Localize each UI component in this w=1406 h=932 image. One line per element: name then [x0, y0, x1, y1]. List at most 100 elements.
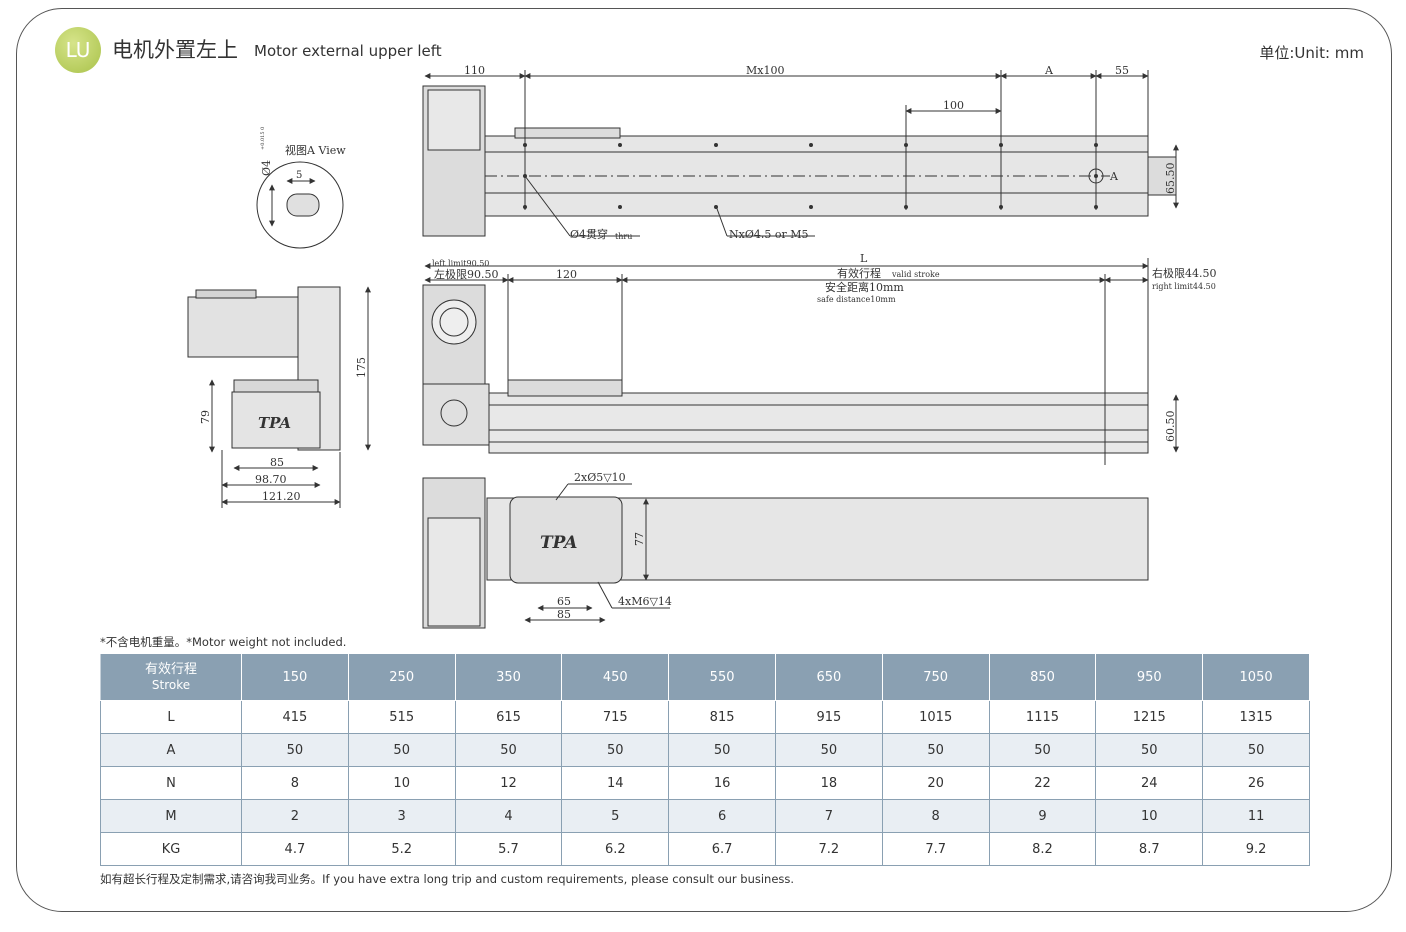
table-cell: 7.7	[881, 832, 990, 866]
dim-12120: 121.20	[262, 490, 301, 503]
table-cell: 50	[561, 733, 670, 767]
view-a-5: 5	[296, 170, 302, 181]
mounting-holes	[523, 143, 1098, 209]
footer-note: 如有超长行程及定制需求,请咨询我司业务。If you have extra lo…	[100, 872, 795, 886]
table-cell: 6.2	[561, 832, 670, 866]
stroke-col: 450	[561, 653, 670, 701]
row-label: A	[100, 733, 242, 767]
brand-logo-side: TPA	[258, 414, 291, 432]
view-a-tolerance: +0.015 0	[260, 127, 266, 150]
dim-6050: 60.50	[1164, 411, 1177, 443]
page-frame	[16, 8, 1392, 912]
stroke-col: 650	[774, 653, 883, 701]
stroke-col: 350	[454, 653, 563, 701]
row-label: L	[100, 700, 242, 734]
table-cell: 9	[988, 799, 1097, 833]
valid-stroke-cn: 有效行程	[837, 266, 881, 280]
front-view	[422, 258, 1179, 465]
dim-55: 55	[1115, 64, 1129, 77]
table-cell: 50	[988, 733, 1097, 767]
table-cell: 1115	[988, 700, 1097, 734]
dim-120: 120	[556, 268, 577, 281]
label-a: A	[1109, 170, 1119, 183]
valid-stroke-en: valid stroke	[891, 270, 940, 279]
hole-thru-label: Ø4贯穿	[570, 227, 608, 241]
holes-top-label: 2xØ5▽10	[574, 471, 626, 484]
safe-distance-cn: 安全距离10mm	[825, 280, 904, 294]
row-label: M	[100, 799, 242, 833]
dim-6550: 65.50	[1164, 163, 1177, 195]
dim-a: A	[1044, 64, 1054, 77]
top-view	[422, 85, 1177, 237]
table-cell: 6	[668, 799, 776, 833]
view-a-label: 视图A View	[285, 143, 346, 157]
safe-distance-en: safe distance10mm	[817, 295, 896, 304]
dim-77: 77	[633, 532, 646, 546]
table-cell: 2	[241, 799, 349, 833]
stroke-header-cn: 有效行程	[144, 661, 197, 677]
table-row-l: L 415 515 615 715 815 915 1015 1115 1215…	[100, 700, 1310, 734]
table-cell: 10	[347, 766, 456, 800]
table-cell: 50	[774, 733, 883, 767]
stroke-header: 有效行程 Stroke	[100, 653, 242, 701]
table-cell: 50	[668, 733, 776, 767]
table-cell: 1215	[1095, 700, 1204, 734]
table-cell: 5	[561, 799, 670, 833]
right-limit-en: right limit44.50	[1152, 282, 1216, 291]
table-cell: 50	[1095, 733, 1204, 767]
table-cell: 50	[347, 733, 456, 767]
table-header-row: 有效行程 Stroke 150 250 350 450 550 650 750 …	[100, 653, 1310, 701]
table-row-m: M 2 3 4 5 6 7 8 9 10 11	[100, 799, 1310, 833]
hole-nx-label: NxØ4.5 or M5	[729, 228, 808, 241]
left-limit-en: left limit90.50	[432, 259, 489, 268]
dim-65: 65	[557, 595, 571, 608]
table-cell: 50	[1202, 733, 1310, 767]
table-cell: 12	[454, 766, 563, 800]
table-cell: 3	[347, 799, 456, 833]
holes-bottom-label: 4xM6▽14	[618, 595, 672, 608]
dim-175: 175	[355, 357, 368, 378]
table-cell: 7.2	[774, 832, 883, 866]
hole-thru-en: thru	[615, 232, 632, 241]
page-title-en: Motor external upper left	[254, 42, 442, 60]
table-cell: 8.7	[1095, 832, 1204, 866]
table-cell: 815	[668, 700, 776, 734]
stroke-col: 550	[668, 653, 776, 701]
dim-9870: 98.70	[255, 473, 287, 486]
table-cell: 5.2	[347, 832, 456, 866]
spec-table: 有效行程 Stroke 150 250 350 450 550 650 750 …	[100, 653, 1310, 866]
table-cell: 515	[347, 700, 456, 734]
dim-110: 110	[464, 64, 485, 77]
page-title-cn: 电机外置左上	[112, 38, 238, 62]
table-cell: 415	[241, 700, 349, 734]
table-cell: 8	[881, 799, 990, 833]
brand-logo-carriage: TPA	[540, 533, 577, 553]
table-cell: 9.2	[1202, 832, 1310, 866]
table-row-kg: KG 4.7 5.2 5.7 6.2 6.7 7.2 7.7 8.2 8.7 9…	[100, 832, 1310, 866]
table-cell: 4	[454, 799, 563, 833]
table-cell: 1015	[881, 700, 990, 734]
dim-mx100: Mx100	[746, 64, 784, 77]
table-cell: 915	[774, 700, 883, 734]
view-a-detail	[256, 161, 344, 249]
technical-drawing: 110 Mx100 A 55 100 A 65.50 Ø4贯穿 thru NxØ…	[187, 64, 1217, 629]
dim-85-side: 85	[270, 456, 284, 469]
table-cell: 8.2	[988, 832, 1097, 866]
table-cell: 4.7	[241, 832, 349, 866]
table-row-a: A 50 50 50 50 50 50 50 50 50 50	[100, 733, 1310, 767]
table-cell: 50	[881, 733, 990, 767]
side-view	[187, 286, 371, 508]
table-cell: 7	[774, 799, 883, 833]
table-cell: 26	[1202, 766, 1310, 800]
bottom-view	[422, 477, 1149, 629]
table-row-n: N 8 10 12 14 16 18 20 22 24 26	[100, 766, 1310, 800]
stroke-col: 850	[988, 653, 1097, 701]
table-cell: 50	[454, 733, 563, 767]
table-cell: 20	[881, 766, 990, 800]
row-label: N	[100, 766, 242, 800]
table-cell: 14	[561, 766, 670, 800]
stroke-col: 150	[241, 653, 349, 701]
stroke-col: 950	[1095, 653, 1204, 701]
stroke-header-en: Stroke	[151, 677, 191, 692]
stroke-col: 250	[347, 653, 456, 701]
